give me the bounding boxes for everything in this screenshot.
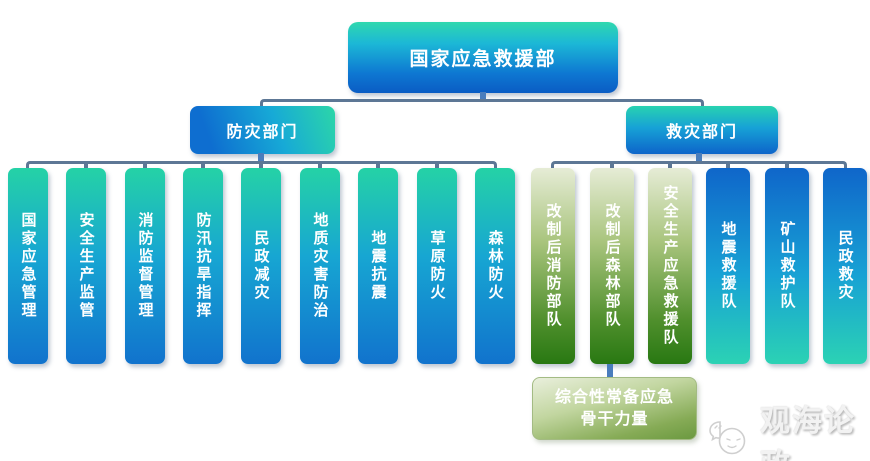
org-node-earthquake-resistance: 地震抗震: [358, 168, 398, 364]
org-node-flood-drought-command: 防汛抗旱指挥: [183, 168, 223, 364]
org-node-geological-disaster-prevention: 地质灾害防治: [300, 168, 340, 364]
connector-tick: [668, 163, 672, 169]
connector-tick: [259, 163, 263, 169]
bottom-box-line2: 骨干力量: [580, 410, 649, 428]
connector-tick: [785, 163, 789, 169]
connector-line-prevention: [26, 161, 497, 168]
org-node-mine-rescue-team: 矿山救护队: [765, 168, 809, 364]
connector-tick: [201, 163, 205, 169]
org-node-reformed-forest-brigade: 改制后森林部队: [590, 168, 634, 364]
connector-tick: [610, 163, 614, 169]
org-node-civil-disaster-relief: 民政救灾: [823, 168, 867, 364]
connector-node-bottom: [607, 364, 613, 378]
connector-node-root: [480, 92, 486, 100]
bottom-box-line1: 综合性常备应急: [554, 388, 674, 406]
org-node-reformed-fire-brigade: 改制后消防部队: [531, 168, 575, 364]
branch-prevention-label: 防灾部门: [226, 124, 299, 141]
root-node-label: 国家应急救援部: [409, 49, 557, 70]
connector-line-top: [260, 99, 704, 107]
org-node-standing-backbone-force: 综合性常备应急 骨干力量: [532, 377, 697, 440]
connector-tick: [84, 163, 88, 169]
connector-tick: [726, 163, 730, 169]
org-node-national-emergency-mgmt: 国家应急管理: [8, 168, 48, 364]
watermark: 观海论政: [706, 396, 870, 461]
org-node-forest-fire-prevention: 森林防火: [475, 168, 515, 364]
branch-node-relief: 救灾部门: [626, 106, 778, 154]
connector-line-relief: [551, 161, 847, 168]
org-node-work-safety-rescue-team: 安全生产应急救援队: [648, 168, 692, 364]
connector-node-prevention: [258, 153, 264, 162]
connector-node-relief: [696, 153, 702, 162]
branch-relief-label: 救灾部门: [665, 124, 738, 141]
watermark-text: 观海论政: [760, 405, 856, 461]
connector-tick: [143, 163, 147, 169]
branch-node-prevention: 防灾部门: [190, 106, 335, 154]
org-node-work-safety-supervision: 安全生产监管: [66, 168, 106, 364]
connector-tick: [435, 163, 439, 169]
org-node-fire-supervision-mgmt: 消防监督管理: [125, 168, 165, 364]
org-node-grassland-fire-prevention: 草原防火: [417, 168, 457, 364]
org-node-earthquake-rescue-team: 地震救援队: [706, 168, 750, 364]
connector-tick: [318, 163, 322, 169]
connector-tick: [376, 163, 380, 169]
wechat-bubbles-icon: [706, 418, 754, 461]
root-node: 国家应急救援部: [348, 22, 618, 93]
org-node-civil-disaster-reduction: 民政减灾: [241, 168, 281, 364]
